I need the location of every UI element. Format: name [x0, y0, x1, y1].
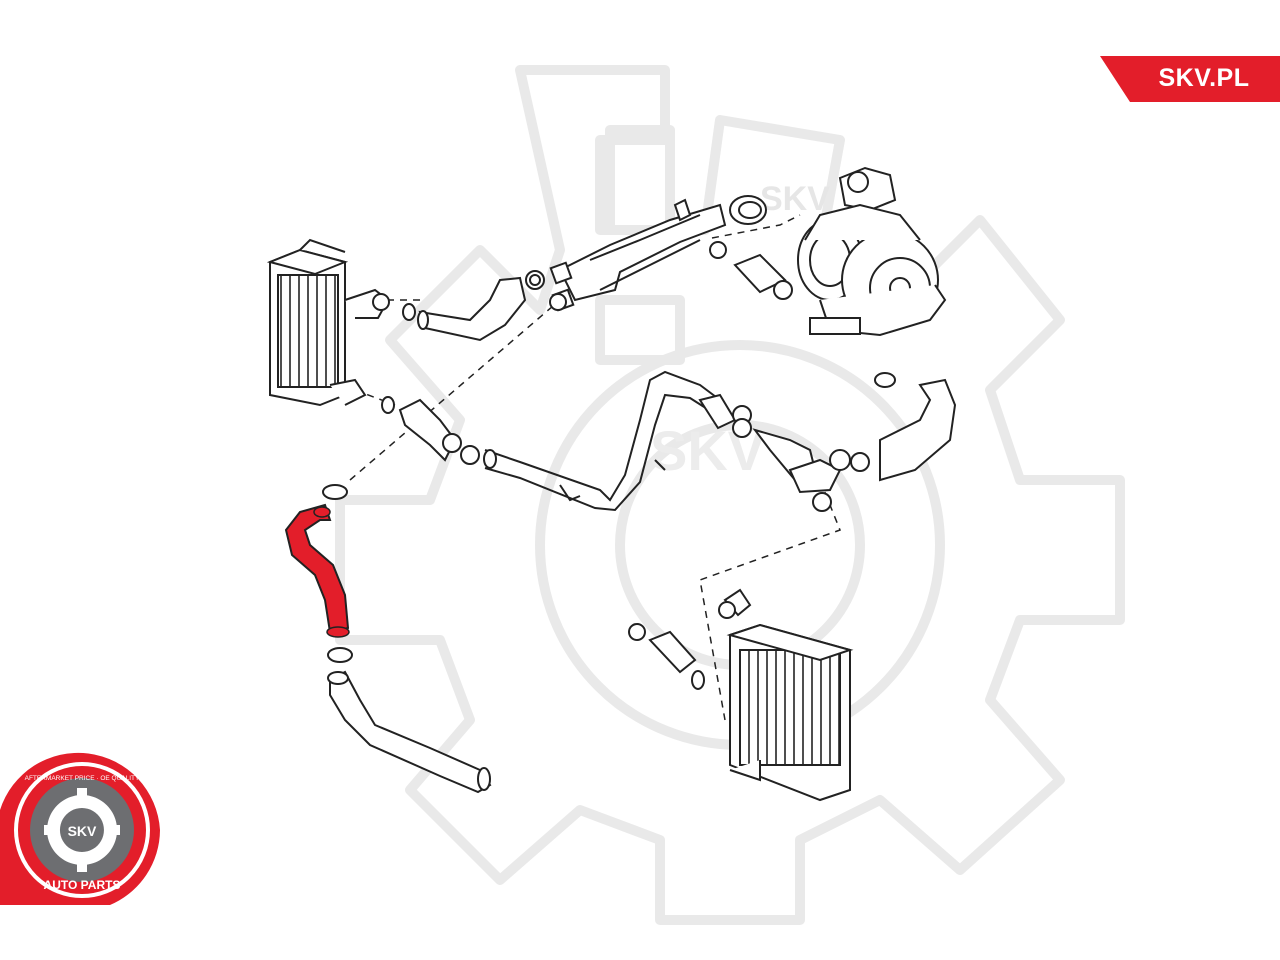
watermark-text-top: SKV: [760, 180, 830, 218]
turbocharger: [797, 166, 947, 337]
skv-auto-parts-logo: SKV AFTERMARKET PRICE · OE QUALITY AUTO …: [0, 752, 160, 905]
middle-left-hose: [381, 396, 480, 465]
lower-left-pipe: [327, 670, 492, 794]
turbo-sleeve: [709, 241, 793, 300]
upper-left-hose: [402, 270, 567, 342]
logo-ring-bottom-text: AUTO PARTS: [44, 878, 121, 892]
brand-site-label[interactable]: SKV.PL: [1158, 64, 1250, 92]
middle-right-components: [698, 372, 957, 512]
clamps-red-hose: [322, 484, 353, 663]
long-crossover-pipe: [483, 370, 721, 512]
logo-ring-top-text: AFTERMARKET PRICE · OE QUALITY: [25, 775, 140, 782]
background-gear-watermark: [335, 65, 1125, 925]
highlighted-hose: [284, 503, 350, 638]
lower-sleeve: [628, 623, 705, 690]
logo-center-text: SKV: [68, 823, 97, 839]
intercooler-left: [266, 238, 390, 407]
intercooler-right: [718, 588, 854, 802]
y-branch-pipe: [549, 195, 767, 312]
brand-banner: [1100, 56, 1280, 102]
